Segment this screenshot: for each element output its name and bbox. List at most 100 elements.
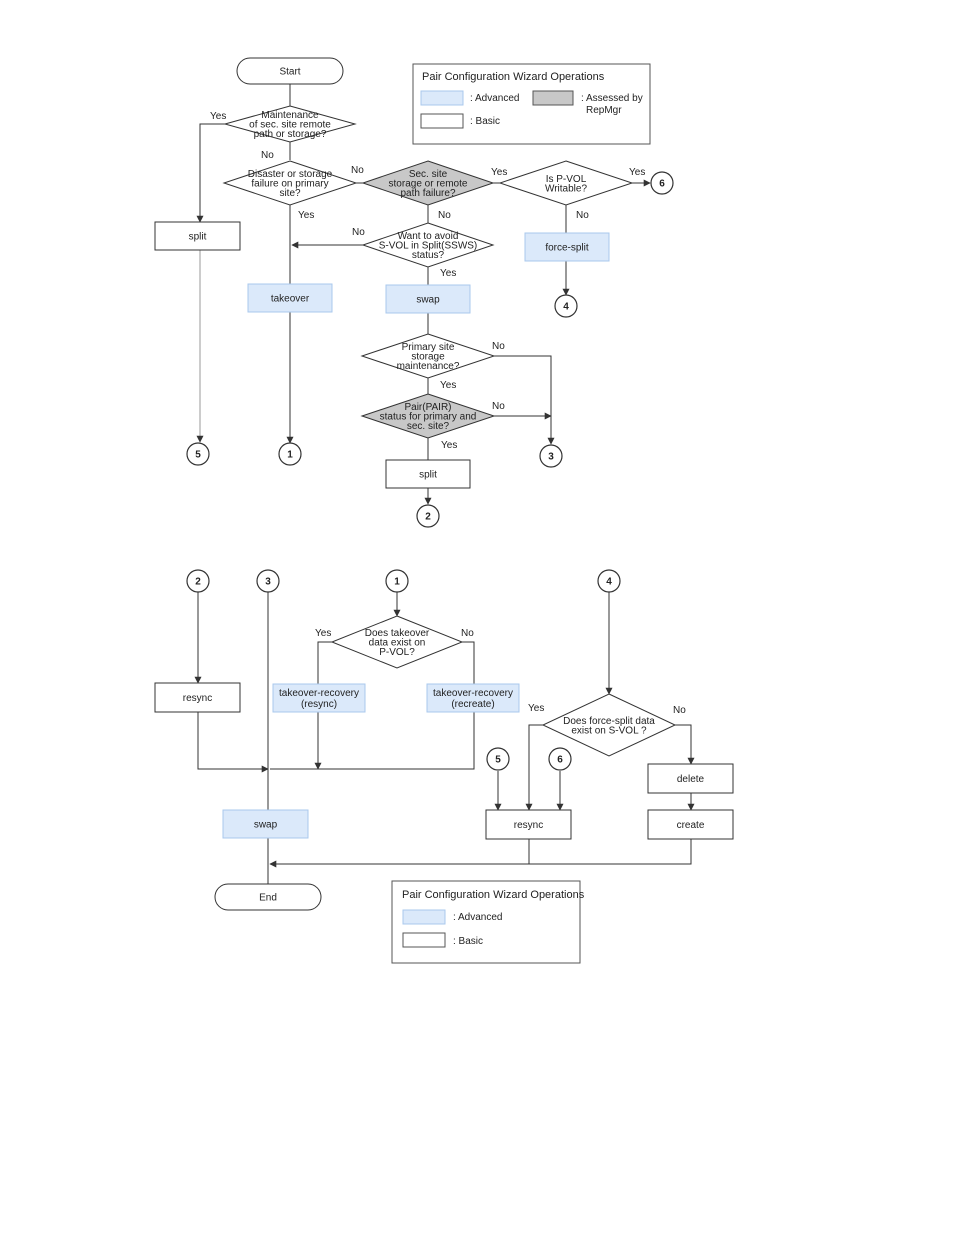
legend-bottom: Pair Configuration Wizard Operations : A… [391,880,585,964]
label-yes-maintenance: Yes [210,111,226,122]
label-no-takeover: No [461,628,474,639]
edge-forcesplit-yes-to-resync [525,724,543,811]
split-button-left[interactable] [154,221,241,251]
decision-avoid-svol-ssws-label-line-2: S-VOL in Split(SSWS) [379,241,478,252]
connector-circle-5-bottom-label: 5 [495,755,501,766]
label-no-pvol: No [576,210,589,221]
decision-avoid-svol-ssws-label-line-1: Want to avoid [398,231,459,242]
legend-top-advanced-label: : Advanced [470,93,519,104]
connector-circle-3-bottom [256,569,280,593]
swap-button-top-label: swap [416,295,440,306]
connector-circle-4-bottom-label: 4 [606,577,612,588]
legend-bottom-advanced-swatch [402,909,446,925]
legend-top: Pair Configuration Wizard Operations : A… [412,63,651,145]
split-button-bottom[interactable] [385,459,471,489]
edge-forcesplit-no-to-delete [675,724,695,765]
create-button[interactable] [647,809,734,840]
legend-top-basic-swatch [420,113,464,129]
decision-sec-site-failure-label-line-3: path failure? [400,188,455,199]
decision-avoid-svol-ssws-label-line-3: status? [412,250,445,261]
swap-button-top[interactable] [385,284,471,314]
edge-maintenance-yes-to-split [196,123,226,223]
create-button-label: create [677,820,705,831]
connector-circle-4 [554,294,578,318]
takeover-recovery-recreate-button-label-line-1: takeover-recovery [433,688,513,699]
legend-top-advanced-swatch [420,90,464,106]
force-split-button[interactable] [524,232,610,262]
takeover-recovery-recreate-button[interactable] [426,683,520,713]
label-no-primary: No [492,341,505,352]
connector-circle-2-label: 2 [425,512,431,523]
decision-pvol-writable-label-line-2: Writable? [545,183,587,194]
edge-primary-no-to-c3 [494,355,555,445]
decision-pair-status-label-line-3: sec. site? [407,421,450,432]
label-yes-svol: Yes [440,268,456,279]
connector-circle-1-label: 1 [287,450,293,461]
takeover-button[interactable] [247,283,333,313]
decision-maintenance-label-line-3: path or storage? [254,129,327,140]
legend-bottom-title: Pair Configuration Wizard Operations [402,889,585,901]
edge-takeover-yes [317,641,333,685]
resync-button-right-label: resync [514,820,543,831]
label-yes-takeover: Yes [315,628,331,639]
connector-circle-1-bottom-label: 1 [394,577,400,588]
takeover-recovery-recreate-button-label-line-2: (recreate) [451,699,494,710]
label-yes-disaster: Yes [298,210,314,221]
decision-force-split-data [541,693,677,757]
end-terminal-label: End [259,893,277,904]
resync-button-right[interactable] [485,809,572,840]
connector-circle-3-bottom-label: 3 [265,577,271,588]
decision-force-split-data-label-line-2: exist on S-VOL ? [571,725,647,736]
connector-circle-2 [416,504,440,528]
decision-force-split-data-label-line-1: Does force-split data [563,716,655,727]
takeover-recovery-resync-button-label-line-2: (resync) [301,699,337,710]
legend-top-basic-label: : Basic [470,116,500,127]
decision-primary-maintenance-label-line-1: Primary site [402,342,455,353]
label-no-forcesplit: No [673,705,686,716]
decision-maintenance-label-line-2: of sec. site remote [249,120,331,131]
decision-takeover-data [330,615,464,669]
label-yes-secsite: Yes [491,167,507,178]
decision-pvol-writable [498,160,634,206]
label-yes-pair: Yes [441,440,457,451]
decision-disaster-label-line-1: Disaster or storage [248,169,333,180]
connector-circle-6-label: 6 [659,179,665,190]
connector-circle-1-bottom [385,569,409,593]
decision-pair-status-label-line-2: status for primary and [380,412,477,423]
swap-button-bottom[interactable] [222,809,309,839]
decision-disaster [222,160,358,206]
decision-primary-maintenance-label-line-3: maintenance? [397,361,460,372]
decision-sec-site-failure-label-line-2: storage or remote [389,179,468,190]
decision-disaster-label-line-2: failure on primary [251,179,328,190]
resync-button-left[interactable] [154,682,241,713]
connector-circle-6 [650,171,674,195]
legend-bottom-basic-label: : Basic [453,936,483,947]
start-terminal-label: Start [279,67,300,78]
decision-takeover-data-label-line-2: data exist on [369,638,426,649]
start-terminal [236,57,344,85]
delete-button-label: delete [677,774,705,785]
decision-avoid-svol-ssws [361,222,495,268]
decision-pair-status [360,393,496,439]
edge-takeover-recovery-recreate-down [270,712,475,770]
connector-circle-2-bottom-label: 2 [195,577,201,588]
resync-button-left-label: resync [183,693,212,704]
delete-button[interactable] [647,763,734,794]
decision-primary-maintenance [360,333,496,379]
legend-top-assessed-label-1: : Assessed by [581,93,643,104]
connector-circle-1 [278,442,302,466]
connector-circle-6-bottom [548,747,572,771]
label-no-maintenance: No [261,150,274,161]
split-button-left-label: split [189,232,207,243]
legend-top-assessed-label-2: RepMgr [586,105,622,116]
connector-circle-5-bottom [486,747,510,771]
connector-circle-3 [539,444,563,468]
legend-bottom-basic-swatch [402,932,446,948]
label-no-pair: No [492,401,505,412]
decision-sec-site-failure-label-line-1: Sec. site [409,169,448,180]
takeover-recovery-resync-button[interactable] [272,683,366,713]
end-terminal [214,883,322,911]
decision-primary-maintenance-label-line-2: storage [411,352,445,363]
decision-maintenance [223,105,357,143]
legend-top-assessed-swatch [532,90,574,106]
